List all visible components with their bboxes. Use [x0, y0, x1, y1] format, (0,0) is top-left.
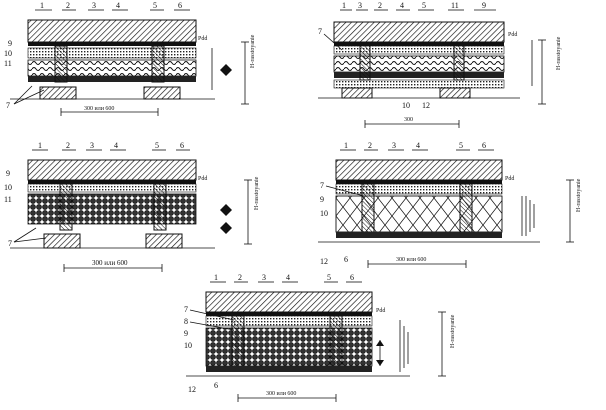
- svg-text:6: 6: [180, 141, 184, 150]
- panel-b-span: 300: [404, 117, 413, 123]
- svg-text:9: 9: [184, 329, 188, 338]
- svg-text:9: 9: [482, 1, 486, 10]
- svg-text:H-rasstoyanie: H-rasstoyanie: [576, 178, 582, 212]
- panel-c-span: 300 или 600: [92, 259, 128, 267]
- svg-text:1: 1: [38, 141, 42, 150]
- svg-text:H-rasstoyanie: H-rasstoyanie: [556, 36, 562, 70]
- svg-text:12: 12: [188, 385, 196, 394]
- svg-text:5: 5: [153, 1, 157, 10]
- panel-c-top-labels: 1 2 3 4 5 6: [32, 141, 190, 151]
- svg-text:4: 4: [116, 1, 120, 10]
- svg-text:7: 7: [320, 181, 324, 190]
- svg-text:6: 6: [350, 273, 354, 282]
- panel-a-joist-left: [54, 45, 68, 83]
- svg-text:3: 3: [358, 1, 362, 10]
- panel-e-span: 300 или 600: [266, 391, 296, 397]
- svg-text:7: 7: [6, 101, 10, 110]
- svg-text:1: 1: [344, 141, 348, 150]
- panel-a-top-labels: 1 2 3 4 5 6: [35, 1, 190, 11]
- panel-a-span: 300 или 600: [84, 106, 114, 112]
- panel-e: 300 или 600 1 2 3 4 5 6 7 8 9 10 12 6 Pd…: [184, 273, 456, 402]
- panel-b: 300 1 3 2 4 5 11 9 7 10 12 Pdd H-rasstoy…: [318, 1, 562, 128]
- panel-d-side-labels: 7 9 10 12 6: [320, 181, 365, 266]
- svg-text:6: 6: [214, 381, 218, 390]
- svg-text:Pdd: Pdd: [376, 308, 385, 314]
- svg-text:3: 3: [90, 141, 94, 150]
- svg-text:10: 10: [402, 101, 410, 110]
- svg-text:9: 9: [8, 39, 12, 48]
- svg-text:2: 2: [66, 141, 70, 150]
- svg-text:10: 10: [4, 49, 12, 58]
- svg-text:9: 9: [6, 169, 10, 178]
- svg-text:7: 7: [184, 305, 188, 314]
- svg-text:5: 5: [459, 141, 463, 150]
- panel-e-side-labels: 7 8 9 10 12 6: [184, 305, 235, 394]
- svg-text:Pdd: Pdd: [198, 176, 207, 182]
- svg-text:6: 6: [482, 141, 486, 150]
- svg-text:2: 2: [368, 141, 372, 150]
- svg-text:2: 2: [378, 1, 382, 10]
- svg-text:H-rasstoyanie: H-rasstoyanie: [254, 176, 260, 210]
- svg-text:1: 1: [342, 1, 346, 10]
- svg-text:7: 7: [318, 27, 322, 36]
- svg-text:10: 10: [4, 183, 12, 192]
- panel-a-deck: [27, 19, 197, 43]
- panel-c-side-labels: 9 10 11 7: [4, 169, 47, 248]
- panel-d-top-labels: 1 2 3 4 5 6: [340, 141, 494, 151]
- svg-text:12: 12: [320, 257, 328, 266]
- svg-text:2: 2: [238, 273, 242, 282]
- panel-c: 300 или 600 1 2 3 4 5 6 9 10 11 7 Pdd H-…: [4, 141, 260, 272]
- svg-text:4: 4: [400, 1, 404, 10]
- svg-text:10: 10: [320, 209, 328, 218]
- svg-text:7: 7: [8, 239, 12, 248]
- svg-text:4: 4: [114, 141, 118, 150]
- svg-text:3: 3: [262, 273, 266, 282]
- svg-text:Pdd: Pdd: [505, 176, 514, 182]
- panel-b-top-labels: 1 3 2 4 5 11 9: [340, 1, 496, 11]
- svg-text:11: 11: [4, 195, 12, 204]
- svg-text:4: 4: [286, 273, 290, 282]
- svg-text:1: 1: [40, 1, 44, 10]
- svg-text:Pdd: Pdd: [508, 32, 517, 38]
- svg-text:11: 11: [4, 59, 12, 68]
- svg-text:12: 12: [422, 101, 430, 110]
- svg-text:6: 6: [178, 1, 182, 10]
- svg-text:H-rasstoyanie: H-rasstoyanie: [450, 314, 456, 348]
- svg-text:Pdd: Pdd: [198, 36, 207, 42]
- panel-a-side-labels: 9 10 11 7: [4, 39, 45, 110]
- svg-text:H-rasstoyanie: H-rasstoyanie: [250, 34, 256, 68]
- svg-text:10: 10: [184, 341, 192, 350]
- panel-e-top-labels: 1 2 3 4 5 6: [210, 273, 362, 283]
- svg-text:1: 1: [214, 273, 218, 282]
- svg-text:9: 9: [320, 195, 324, 204]
- svg-text:11: 11: [451, 1, 459, 10]
- panel-a: 300 или 600 1 2 3 4 5 6 9 10 11 7 Pdd H-…: [4, 1, 256, 116]
- svg-text:3: 3: [92, 1, 96, 10]
- svg-text:4: 4: [416, 141, 420, 150]
- svg-text:5: 5: [422, 1, 426, 10]
- svg-text:5: 5: [327, 273, 331, 282]
- svg-text:3: 3: [392, 141, 396, 150]
- svg-text:2: 2: [66, 1, 70, 10]
- svg-text:5: 5: [155, 141, 159, 150]
- svg-text:8: 8: [184, 317, 188, 326]
- panel-d-span: 300 или 600: [396, 257, 426, 263]
- svg-text:6: 6: [344, 255, 348, 264]
- panel-d: 300 или 600 1 2 3 4 5 6 7 9 10 12 6 Pdd …: [318, 141, 582, 268]
- panel-a-joist-right: [151, 45, 165, 83]
